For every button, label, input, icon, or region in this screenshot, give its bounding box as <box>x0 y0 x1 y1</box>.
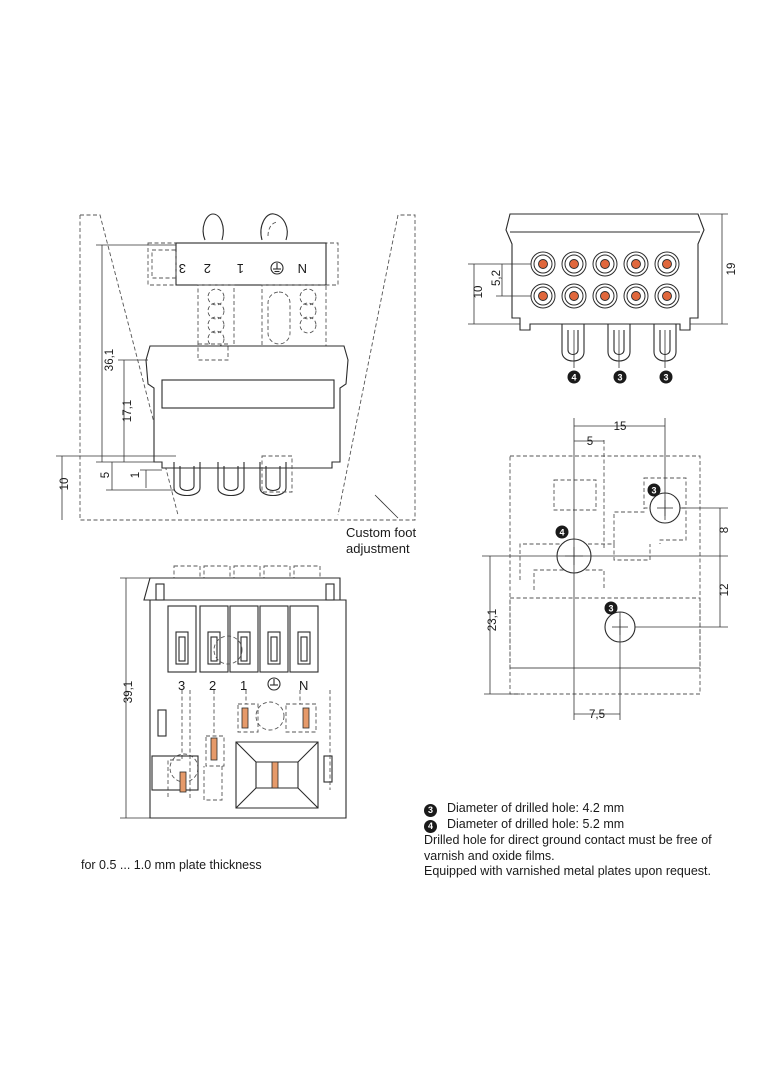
svg-text:3: 3 <box>617 373 622 383</box>
svg-text:3: 3 <box>651 486 656 496</box>
side-mark-n: N <box>298 261 307 276</box>
front-hole-badges: 4 3 3 <box>567 370 673 384</box>
hole-layout: 15 5 8 12 23,1 7,5 3 4 3 <box>482 418 731 721</box>
dim-10: 10 <box>59 478 71 491</box>
ground-symbol-top-icon <box>267 677 281 691</box>
svg-text:4: 4 <box>559 528 564 538</box>
dim-5-holes: 5 <box>587 436 593 448</box>
dim-7-5: 7,5 <box>589 709 605 721</box>
badge-3-icon: 3 <box>424 804 437 817</box>
dim-17-1: 17,1 <box>122 400 134 422</box>
side-view: 3 2 1 N <box>56 213 416 556</box>
dim-23-1: 23,1 <box>487 609 499 631</box>
top-mark-3: 3 <box>178 678 185 693</box>
note-hole-3-text: Diameter of drilled hole: 4.2 mm <box>447 801 625 815</box>
dim-36-1: 36,1 <box>104 349 116 371</box>
top-mark-2: 2 <box>209 678 216 693</box>
svg-text:4: 4 <box>571 373 576 383</box>
custom-foot-label: Custom foot <box>346 525 416 540</box>
side-mark-3: 3 <box>179 261 186 276</box>
note-ground-line-1: Drilled hole for direct ground contact m… <box>424 833 712 847</box>
dim-5-2: 5,2 <box>491 270 503 286</box>
dim-1: 1 <box>130 472 142 478</box>
pin-row-bottom <box>530 283 680 309</box>
side-mark-1: 1 <box>237 261 244 276</box>
dim-5: 5 <box>100 472 112 478</box>
top-view: 3 2 1 N <box>120 565 347 819</box>
pin-row-top <box>530 251 680 277</box>
notes-block: 3 Diameter of drilled hole: 4.2 mm 4 Diame… <box>424 801 712 880</box>
dim-19: 19 <box>726 263 738 276</box>
svg-text:3: 3 <box>663 373 668 383</box>
dim-10-front: 10 <box>473 286 485 299</box>
dim-8: 8 <box>719 527 731 533</box>
front-view: 19 5,2 10 4 3 3 <box>468 213 738 384</box>
note-ground-line-2: varnish and oxide films. <box>424 848 555 863</box>
note-hole-4: 4 Diameter of drilled hole: 5.2 mm <box>424 817 712 833</box>
layout-hole-badges: 3 4 3 <box>555 483 661 615</box>
note-equipped: Equipped with varnished metal plates upo… <box>424 864 711 878</box>
ground-symbol-icon <box>270 261 284 275</box>
dim-39-1: 39,1 <box>123 681 135 703</box>
svg-text:3: 3 <box>608 604 613 614</box>
note-hole-3: 3 Diameter of drilled hole: 4.2 mm <box>424 801 712 817</box>
plate-thickness-caption: for 0.5 ... 1.0 mm plate thickness <box>81 858 262 872</box>
top-mark-n: N <box>299 678 308 693</box>
dim-12: 12 <box>719 584 731 597</box>
note-hole-4-text: Diameter of drilled hole: 5.2 mm <box>447 817 625 831</box>
dim-15: 15 <box>614 421 627 433</box>
top-mark-1: 1 <box>240 678 247 693</box>
badge-4-icon: 4 <box>424 820 437 833</box>
custom-foot-label-2: adjustment <box>346 541 410 556</box>
side-mark-2: 2 <box>204 261 211 276</box>
